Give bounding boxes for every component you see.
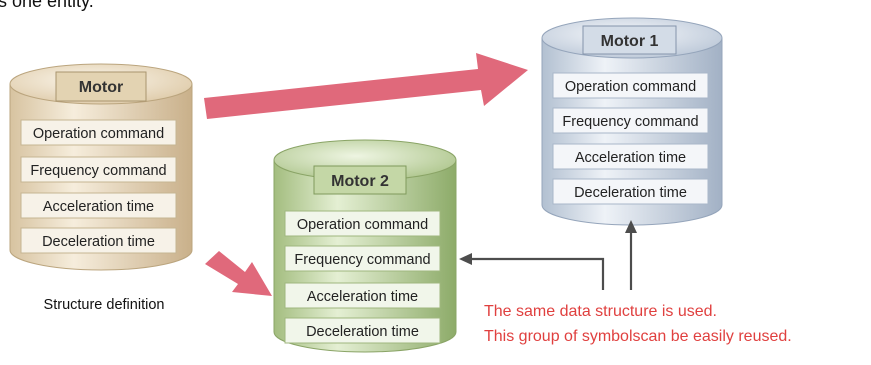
field-box — [284, 282, 441, 309]
field-box — [20, 227, 177, 254]
note-line-1: The same data structure is used. — [484, 303, 717, 320]
motor-title-box — [55, 71, 147, 102]
field-box — [284, 245, 441, 272]
field-box — [20, 192, 177, 219]
note-line-2: This group of symbolscan be easily reuse… — [484, 328, 792, 345]
field-acceleration-time: Acceleration time — [307, 289, 418, 305]
motor-2-title: Motor 2 — [331, 173, 389, 190]
arrow-to-motor-1 — [204, 53, 528, 119]
connector-to-motor-2 — [470, 257, 605, 290]
field-operation-command: Operation command — [297, 217, 428, 233]
cylinder-motor-2: Motor 2 Operation command Frequency comm… — [273, 139, 457, 353]
motor-2-title-box — [313, 165, 407, 195]
cylinder-motor: Motor Operation command Frequency comman… — [9, 63, 193, 271]
arrowhead-left — [459, 253, 472, 265]
cylinder-motor-1: Motor 1 Operation command Frequency comm… — [541, 17, 723, 226]
motor-1-title: Motor 1 — [601, 33, 659, 50]
field-acceleration-time: Acceleration time — [575, 150, 686, 166]
field-box — [552, 143, 709, 170]
arrowhead-up — [625, 220, 637, 233]
field-acceleration-time: Acceleration time — [43, 199, 154, 215]
field-deceleration-time: Deceleration time — [42, 234, 155, 250]
structure-definition-caption: Structure definition — [44, 297, 165, 313]
field-box — [284, 317, 441, 344]
field-operation-command: Operation command — [565, 79, 696, 95]
field-box — [552, 72, 709, 99]
field-frequency-command: Frequency command — [30, 163, 166, 179]
motor-1-title-box — [582, 25, 677, 55]
field-frequency-command: Frequency command — [294, 252, 430, 268]
field-box — [20, 156, 177, 183]
field-box — [552, 107, 709, 134]
field-frequency-command: Frequency command — [562, 114, 698, 130]
field-operation-command: Operation command — [33, 126, 164, 142]
top-text-fragment: s one entity. — [0, 0, 94, 11]
motor-title: Motor — [79, 79, 123, 96]
field-box — [284, 210, 441, 237]
field-deceleration-time: Deceleration time — [574, 185, 687, 201]
field-deceleration-time: Deceleration time — [306, 324, 419, 340]
arrow-to-motor-2 — [205, 251, 272, 296]
field-box — [552, 178, 709, 205]
field-box — [20, 119, 177, 146]
